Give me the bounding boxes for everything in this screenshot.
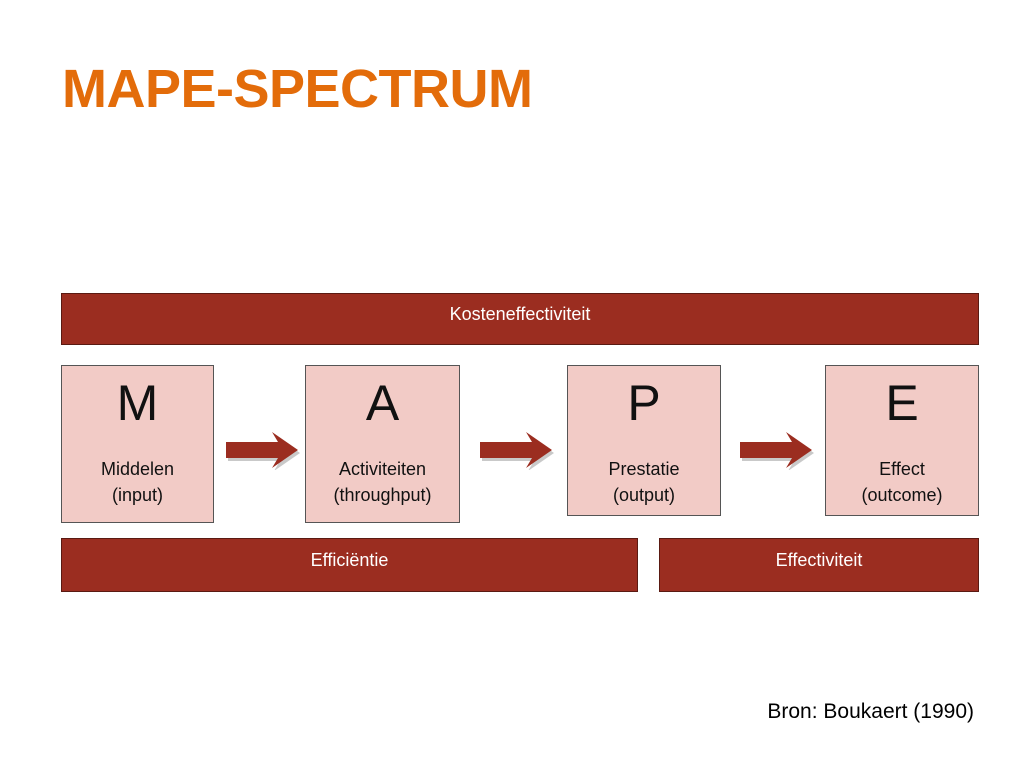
right-arrow-icon: [480, 432, 554, 470]
box-label: Activiteiten (throughput): [306, 456, 459, 508]
box-activiteiten: A Activiteiten (throughput): [305, 365, 460, 523]
box-prestatie: P Prestatie (output): [567, 365, 721, 516]
box-effect: E Effect (outcome): [825, 365, 979, 516]
box-letter: P: [627, 375, 661, 431]
right-arrow-icon: [740, 432, 814, 470]
box-label-line2: (throughput): [333, 485, 432, 505]
box-label: Effect (outcome): [826, 456, 978, 508]
slide-title: MAPE-SPECTRUM: [62, 59, 533, 119]
box-label-line1: Middelen: [100, 459, 175, 479]
box-label-line2: (output): [612, 485, 676, 505]
source-citation: Bron: Boukaert (1990): [767, 700, 974, 723]
cost-effectiveness-bar: Kosteneffectiviteit: [61, 293, 979, 345]
box-label-line1: Activiteiten: [338, 459, 427, 479]
box-letter: A: [365, 375, 400, 431]
box-middelen: M Middelen (input): [61, 365, 214, 523]
box-label: Prestatie (output): [568, 456, 720, 508]
box-letter: E: [885, 375, 919, 431]
box-label-line1: Prestatie: [608, 459, 680, 479]
right-arrow-icon: [226, 432, 300, 470]
box-label-line2: (input): [111, 485, 164, 505]
box-label-line2: (outcome): [861, 485, 943, 505]
box-letter: M: [116, 375, 159, 431]
effectiveness-bar: Effectiviteit: [659, 538, 979, 592]
efficiency-bar: Efficiëntie: [61, 538, 638, 592]
box-label: Middelen (input): [62, 456, 213, 508]
box-label-line1: Effect: [879, 459, 925, 479]
